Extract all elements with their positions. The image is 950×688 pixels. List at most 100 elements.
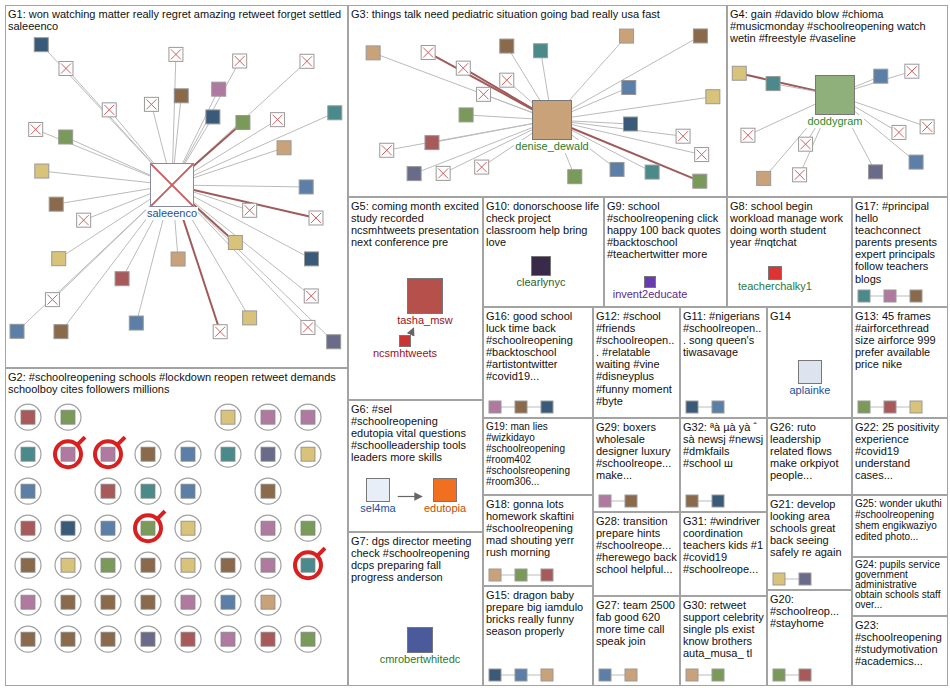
- vertex-thumbnail: [304, 252, 318, 266]
- vertex-thumbnail: [477, 87, 491, 101]
- vertex-thumbnail: [858, 401, 870, 413]
- vertex-label: cmrobertwhitedc: [379, 653, 462, 666]
- vertex-thumbnail: [236, 115, 250, 129]
- group-box: G31: #windriver coordination teachers ki…: [680, 512, 767, 596]
- broken-image-cross: [47, 295, 57, 305]
- isolated-vertex-ring: [135, 478, 161, 504]
- vertex-thumbnail: [799, 137, 813, 151]
- vertex-thumbnail: [799, 669, 811, 681]
- vertex-node: aplainke: [789, 360, 832, 397]
- isolated-vertex-ring: [15, 478, 41, 504]
- vertex-thumbnail: [884, 290, 896, 302]
- vertex-thumbnail: [421, 46, 435, 60]
- isolated-vertex-ring: [15, 404, 41, 430]
- vertex-image: [433, 478, 457, 502]
- vertex-thumbnail: [892, 125, 906, 139]
- group-heading: G22: 25 positivity experience #covid19 u…: [853, 419, 947, 481]
- isolated-vertex-ring: [215, 404, 241, 430]
- isolated-vertex-ring: [175, 515, 201, 541]
- vertex-thumbnail: [920, 120, 934, 134]
- vertex-label: ncsmhtweets: [372, 347, 438, 360]
- isolated-vertex-ring: [95, 478, 121, 504]
- vertex-thumbnail: [21, 595, 35, 609]
- group-heading: G3: things talk need pediatric situation…: [349, 6, 726, 20]
- broken-image-cross: [795, 170, 805, 180]
- group-box: G2: #schoolreopening schools #lockdown r…: [5, 368, 348, 686]
- vertex-thumbnail: [712, 401, 724, 413]
- group-heading: G9: school #schoolreopening click happy …: [605, 198, 726, 260]
- group-heading: G24: pupils service government administr…: [853, 558, 947, 610]
- group-box: G7: dgs director meeting check #schoolre…: [348, 532, 483, 686]
- vertex-thumbnail: [277, 141, 291, 155]
- group-box: G19: man lies #wizkidayo #schoolreopenin…: [483, 418, 593, 495]
- isolated-vertex-ring: [15, 515, 41, 541]
- vertex-thumbnail: [221, 595, 235, 609]
- vertex-label: clearlynyc: [516, 276, 567, 289]
- group-box: G6: #sel #schoolreopening edutopia vital…: [348, 400, 483, 532]
- vertex-thumbnail: [773, 573, 785, 585]
- vertex-thumbnail: [141, 595, 155, 609]
- vertex-thumbnail: [645, 165, 659, 179]
- vertex-thumbnail: [773, 669, 785, 681]
- group-box: G32: ªà µà yà ˆ sà newsj #newsj #dmkfail…: [680, 418, 767, 512]
- group-box: G15: dragon baby prepare big iamdulo bri…: [483, 586, 593, 686]
- isolated-vertex-ring: [295, 441, 321, 467]
- vertex-image: [150, 163, 194, 207]
- vertex-thumbnail: [206, 110, 220, 124]
- isolated-vertex-ring: [175, 441, 201, 467]
- group-heading: G31: #windriver coordination teachers ki…: [681, 513, 766, 575]
- vertex-thumbnail: [61, 521, 75, 535]
- broken-image-cross: [438, 168, 448, 178]
- graph-edge-line: [172, 113, 335, 185]
- edge-connector: [398, 496, 422, 497]
- graph-edge-line: [698, 501, 712, 502]
- graph-edge-line: [896, 296, 910, 297]
- self-loop-tail: [117, 437, 125, 445]
- vertex-node: invent2educate: [612, 276, 689, 301]
- group-box: G28: transition prepare hints #schoolreo…: [593, 512, 680, 596]
- vertex-image: [815, 75, 855, 115]
- vertex-label: sel4ma: [359, 502, 396, 515]
- isolated-vertex-ring: [255, 441, 281, 467]
- group-box: G26: ruto leadership related flows make …: [767, 418, 852, 495]
- isolated-vertex-ring: [95, 589, 121, 615]
- broken-image-cross: [303, 322, 313, 332]
- vertex-thumbnail: [515, 401, 527, 413]
- vertex-thumbnail: [34, 38, 48, 52]
- vertex-thumbnail: [21, 632, 35, 646]
- vertex-node: tasha_msw: [396, 278, 454, 327]
- self-loop-tail: [77, 437, 85, 445]
- vertex-thumbnail: [212, 82, 226, 96]
- vertex-label: invent2educate: [612, 288, 689, 301]
- broken-image-cross: [306, 291, 316, 301]
- vertex-thumbnail: [910, 290, 922, 302]
- vertex-thumbnail: [141, 558, 155, 572]
- vertex-thumbnail: [129, 316, 143, 330]
- isolated-vertex-ring: [295, 515, 321, 541]
- group-heading: G26: ruto leadership related flows make …: [768, 419, 851, 481]
- vertex-thumbnail: [706, 90, 720, 104]
- vertex-thumbnail: [171, 252, 185, 266]
- broken-image-cross: [215, 327, 225, 337]
- vertex-thumbnail: [261, 484, 275, 498]
- vertex-thumbnail: [693, 174, 707, 188]
- group-box: G30: retweet support celebrity single pl…: [680, 596, 767, 686]
- vertex-thumbnail: [141, 447, 155, 461]
- group-heading: G17: #principal hello teachconnect paren…: [853, 198, 947, 285]
- broken-image-cross: [479, 89, 489, 99]
- group-heading: G14: [768, 308, 851, 322]
- vertex-thumbnail: [181, 558, 195, 572]
- vertex-image: [768, 266, 782, 280]
- isolated-vertex-ring: [215, 589, 241, 615]
- vertex-thumbnail: [407, 167, 421, 181]
- vertex-node: saleeenco: [146, 163, 198, 220]
- group-box: G16: good school luck time back #schoolr…: [483, 307, 593, 418]
- vertex-thumbnail: [676, 129, 690, 143]
- broken-image-cross: [302, 56, 312, 66]
- group-box: G8: school begin workload manage work do…: [727, 197, 852, 307]
- broken-image-cross: [477, 162, 487, 172]
- vertex-thumbnail: [300, 54, 314, 68]
- vertex-thumbnail: [799, 573, 811, 585]
- vertex-thumbnail: [261, 410, 275, 424]
